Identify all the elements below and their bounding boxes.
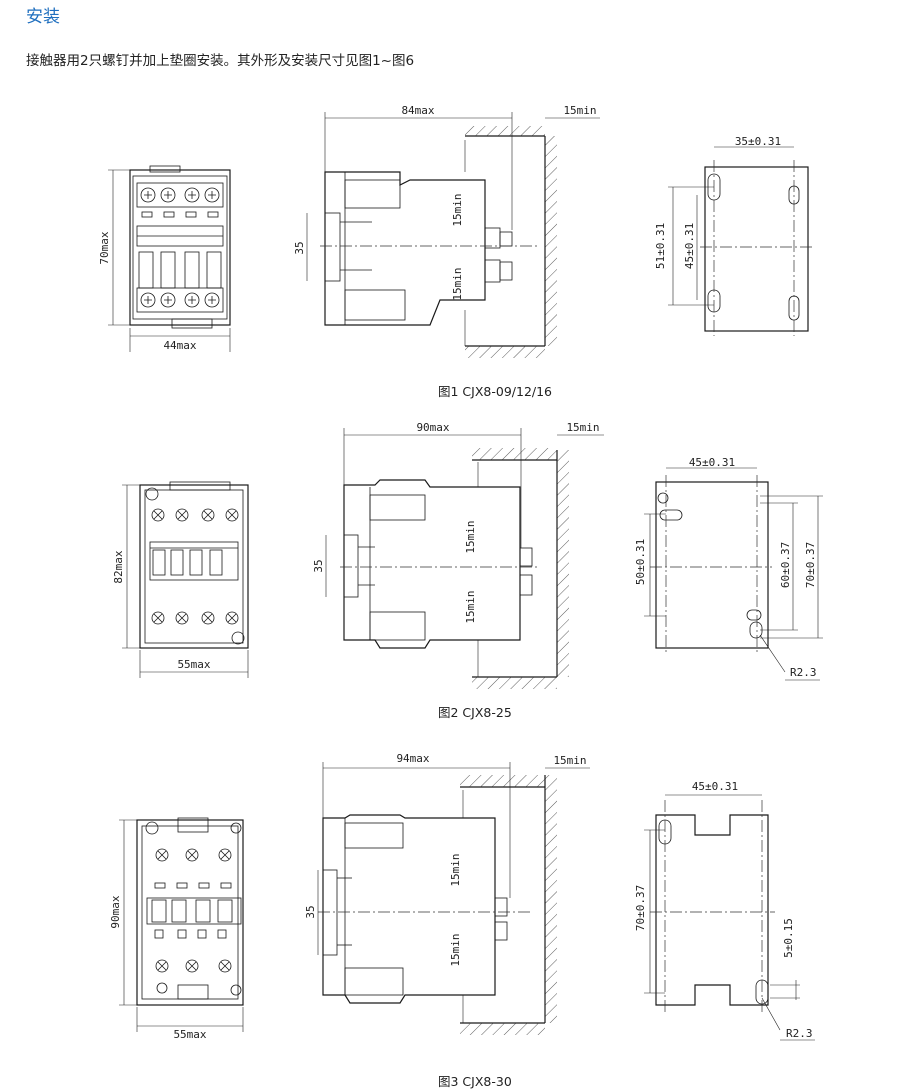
fig2-side-clearance: 15min — [566, 421, 599, 434]
fig3-caption: 图3 CJX8-30 — [438, 1074, 512, 1089]
fig3-front-view: 90max 55max — [109, 817, 244, 1041]
fig2-mount-hspace: 45±0.31 — [689, 456, 735, 469]
fig2-mount-radius: R2.3 — [790, 666, 817, 679]
fig1-mount-hspace: 35±0.31 — [735, 135, 781, 148]
fig2-mount-vspace-right: 70±0.37 — [804, 542, 817, 588]
intro-text: 接触器用2只螺钉并加上垫圈安装。其外形及安装尺寸见图1~图6 — [26, 53, 415, 69]
fig3-mount-vspace-right: 5±0.15 — [782, 918, 795, 958]
fig1-side-clearance: 15min — [563, 104, 596, 117]
fig2-front-height: 82max — [112, 550, 125, 583]
fig1-side-bottom-gap: 15min — [451, 267, 464, 300]
fig1-mount-vspace-inner: 45±0.31 — [683, 223, 696, 269]
fig2-mount-view: 45±0.31 50±0.31 60±0.37 70±0.37 R2.3 — [634, 456, 823, 681]
fig1-mount-view: 35±0.31 51±0.31 45±0.31 — [654, 135, 812, 336]
fig3-mount-radius: R2.3 — [786, 1027, 813, 1040]
fig3-mount-vspace-left: 70±0.37 — [634, 885, 647, 931]
fig3-side-depth: 94max — [396, 752, 429, 765]
fig3-mount-hspace: 45±0.31 — [692, 780, 738, 793]
fig1-side-top-gap: 15min — [451, 193, 464, 226]
fig1-side-view: 84max 15min 35 15min 15min — [293, 104, 600, 358]
fig2-side-bottom-gap: 15min — [464, 590, 477, 623]
fig3-side-top-gap: 15min — [449, 853, 462, 886]
fig3-side-clearance: 15min — [553, 754, 586, 767]
fig2-side-rail: 35 — [312, 559, 325, 572]
fig1-front-view: 70max 44max — [98, 165, 231, 352]
fig3-side-rail: 35 — [304, 905, 317, 918]
fig3-side-view: 94max 15min 35 15min 15min — [304, 752, 590, 1035]
figure-3: 90max 55max 94max — [109, 752, 815, 1089]
fig3-front-height: 90max — [109, 895, 122, 928]
figure-2: 82max 55max 90max — [112, 421, 823, 720]
fig1-side-rail: 35 — [293, 241, 306, 254]
fig2-mount-vspace-left: 50±0.31 — [634, 539, 647, 585]
fig3-mount-view: 45±0.31 70±0.37 5±0.15 R2.3 — [634, 780, 815, 1041]
fig3-front-width: 55max — [173, 1028, 206, 1041]
fig2-front-view: 82max 55max — [112, 481, 249, 678]
fig1-front-width: 44max — [163, 339, 196, 352]
fig2-caption: 图2 CJX8-25 — [438, 705, 512, 720]
fig1-caption: 图1 CJX8-09/12/16 — [438, 384, 552, 399]
fig2-side-depth: 90max — [416, 421, 449, 434]
fig2-side-view: 90max 15min 35 15min 15min — [312, 421, 604, 689]
fig1-mount-vspace-outer: 51±0.31 — [654, 223, 667, 269]
fig2-front-width: 55max — [177, 658, 210, 671]
fig3-side-bottom-gap: 15min — [449, 933, 462, 966]
fig1-front-height: 70max — [98, 231, 111, 264]
figure-1: 70max 44max — [98, 104, 812, 399]
fig2-mount-vspace-mid: 60±0.37 — [779, 542, 792, 588]
fig2-side-top-gap: 15min — [464, 520, 477, 553]
fig1-side-depth: 84max — [401, 104, 434, 117]
section-title: 安装 — [26, 7, 60, 27]
